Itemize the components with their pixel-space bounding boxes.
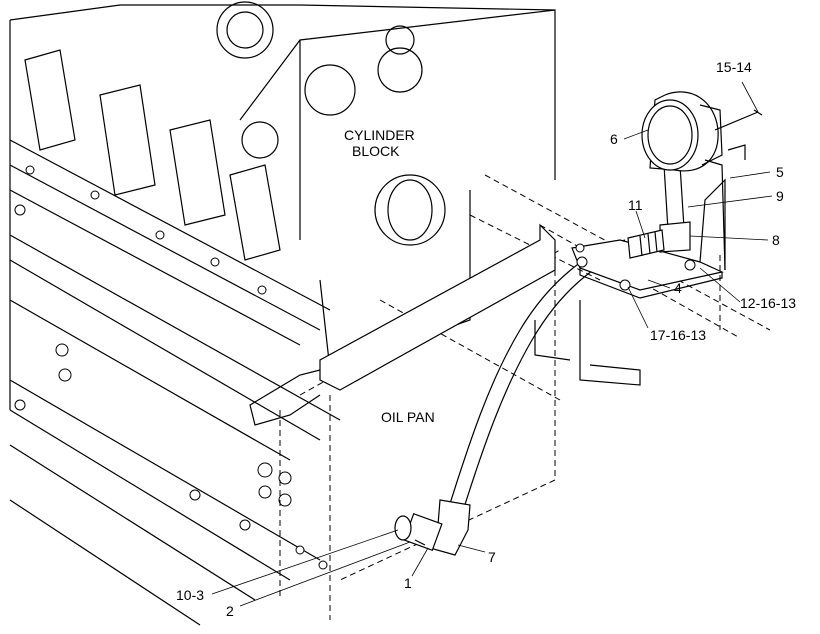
callout-10-3: 10-3 (176, 587, 204, 603)
elbow-fitting (394, 499, 471, 556)
callout-numbers: 15-14 6 5 9 11 8 4 12-16-13 17-16-13 7 1… (176, 59, 796, 619)
oil-pan-label: OIL PAN (381, 409, 435, 425)
breather-assembly (627, 91, 763, 271)
callout-9: 9 (776, 188, 784, 204)
callout-2: 2 (226, 603, 234, 619)
callout-11: 11 (628, 197, 643, 213)
callout-4: 4 (674, 280, 682, 296)
callout-7: 7 (488, 549, 496, 565)
callout-6: 6 (610, 131, 618, 147)
cylinder-block-label-line1: CYLINDER (344, 127, 415, 143)
callout-15-14: 15-14 (716, 59, 752, 75)
callout-leaders (211, 81, 773, 607)
area-labels: CYLINDER BLOCK OIL PAN (344, 127, 435, 425)
callout-12-16-13: 12-16-13 (740, 295, 796, 311)
callout-8: 8 (772, 232, 780, 248)
mounting-bracket (571, 178, 726, 299)
callout-17-16-13: 17-16-13 (650, 327, 706, 343)
oil-pan-drawing (249, 174, 771, 620)
engine-block-drawing (9, 1, 556, 626)
cylinder-block-label-line2: BLOCK (352, 143, 400, 159)
callout-5: 5 (776, 164, 784, 180)
callout-1: 1 (404, 575, 412, 591)
